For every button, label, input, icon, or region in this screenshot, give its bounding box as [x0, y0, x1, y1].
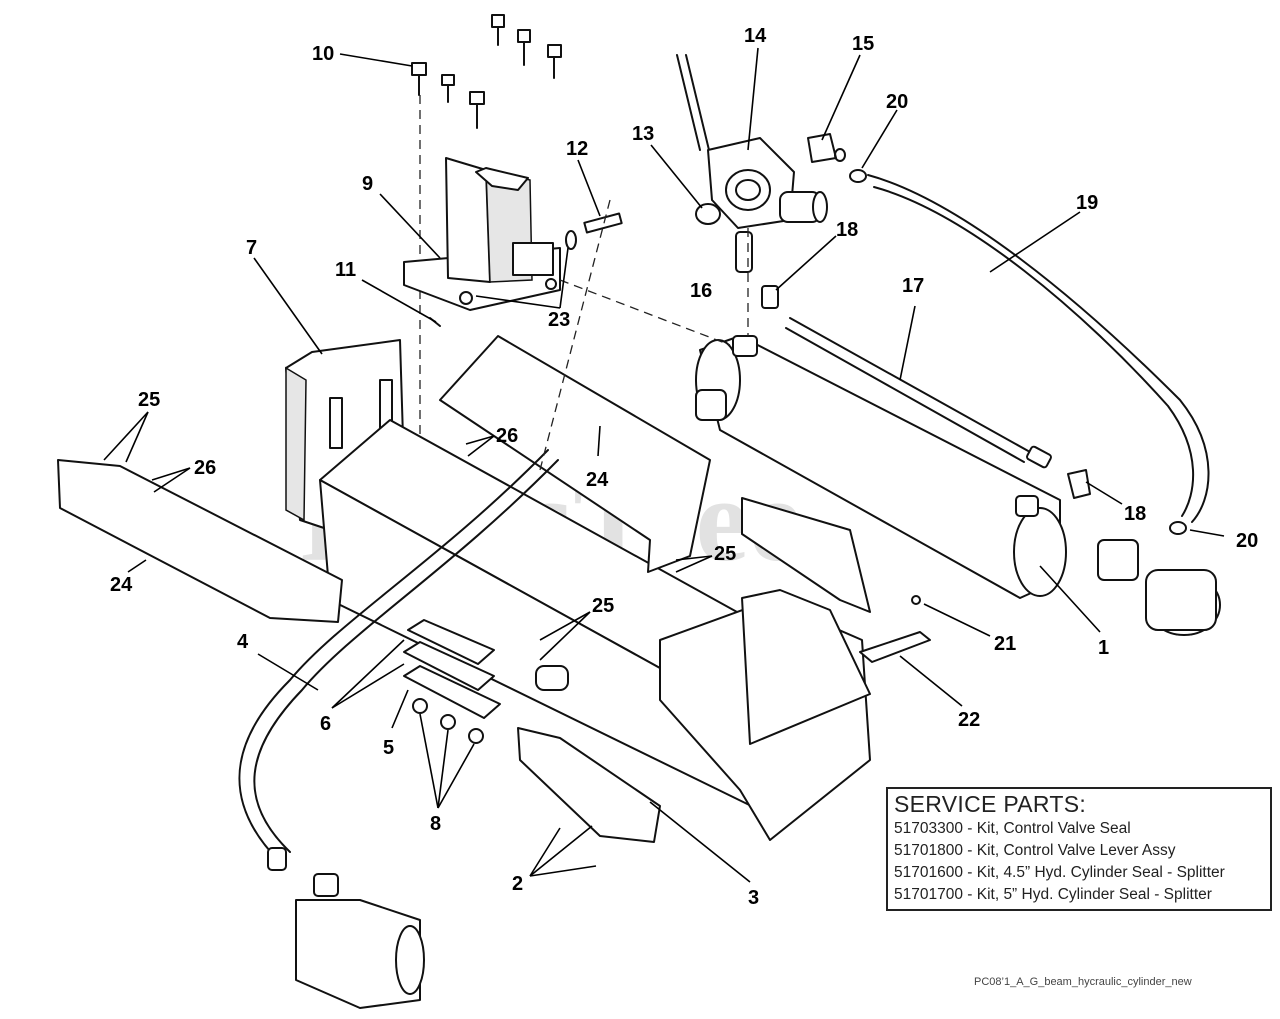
callout-26: 26 — [496, 425, 518, 447]
nipple-part-16 — [735, 231, 753, 273]
service-part-row: 51701700 - Kit, 5” Hyd. Cylinder Seal - … — [894, 886, 1212, 903]
service-part-row: 51703300 - Kit, Control Valve Seal — [894, 820, 1131, 837]
callout-11: 11 — [335, 259, 356, 281]
callout-17: 17 — [902, 275, 924, 297]
service-part-row: 51701800 - Kit, Control Valve Lever Assy — [894, 842, 1176, 859]
fitting-part-13 — [695, 203, 721, 225]
filter-assembly — [1097, 539, 1221, 636]
callout-14: 14 — [744, 25, 767, 47]
side-plate-part-24 — [57, 335, 711, 623]
beam-bracket-part-3 — [517, 727, 661, 843]
bolt-part-5 — [535, 665, 569, 691]
control-valve-part-14 — [676, 54, 828, 229]
service-parts-box: SERVICE PARTS: 51703300 - Kit, Control V… — [886, 787, 1272, 911]
callout-labels: 10 14 15 20 13 12 9 19 18 7 11 16 17 23 … — [110, 25, 1258, 909]
hose-clamp-part-20 — [849, 169, 1187, 535]
callout-7: 7 — [246, 237, 257, 259]
callout-6: 6 — [320, 713, 331, 735]
callout-3: 3 — [748, 887, 759, 909]
callout-25: 25 — [714, 543, 736, 565]
callout-5: 5 — [383, 737, 394, 759]
callout-16: 16 — [690, 280, 712, 302]
callout-20: 20 — [886, 91, 908, 113]
callout-1: 1 — [1098, 637, 1109, 659]
cradle-bracket — [659, 589, 871, 841]
plates-part-6 — [403, 619, 501, 719]
callout-12: 12 — [566, 138, 588, 160]
callout-19: 19 — [1076, 192, 1098, 214]
bolts-part-10 — [411, 14, 562, 129]
bracket-part-22 — [859, 595, 931, 663]
hydraulic-tube-part-17 — [785, 317, 1052, 469]
callout-25: 25 — [138, 389, 160, 411]
leader-lines — [103, 47, 1225, 883]
callout-18: 18 — [836, 219, 858, 241]
slide-plate — [741, 497, 871, 613]
callout-24: 24 — [110, 574, 133, 596]
fittings-part-18 — [761, 285, 1091, 499]
callout-15: 15 — [852, 33, 874, 55]
diagram-reference-code: PC08’1_A_G_beam_hycraulic_cylinder_new — [974, 976, 1192, 988]
callout-18: 18 — [1124, 503, 1146, 525]
callout-8: 8 — [430, 813, 441, 835]
callout-26: 26 — [194, 457, 216, 479]
service-parts-title: SERVICE PARTS: — [894, 791, 1087, 817]
elbow-fitting-part-15 — [807, 133, 846, 163]
callout-22: 22 — [958, 709, 980, 731]
callout-10: 10 — [312, 43, 334, 65]
hydraulic-cylinder-part-1 — [695, 335, 1067, 599]
callout-13: 13 — [632, 123, 654, 145]
callout-4: 4 — [237, 631, 249, 653]
nuts-part-8 — [412, 698, 484, 744]
service-part-row: 51701600 - Kit, 4.5” Hyd. Cylinder Seal … — [894, 864, 1225, 881]
hydraulic-pump — [267, 847, 425, 1009]
callout-9: 9 — [362, 173, 373, 195]
callout-2: 2 — [512, 873, 523, 895]
washers-part-23 — [565, 230, 577, 250]
callout-25: 25 — [592, 595, 614, 617]
return-hose-part-19 — [867, 174, 1210, 523]
valve-mount-bracket-part-9 — [403, 157, 561, 311]
callout-20: 20 — [1236, 530, 1258, 552]
callout-21: 21 — [994, 633, 1016, 655]
callout-24: 24 — [586, 469, 609, 491]
callout-23: 23 — [548, 309, 570, 331]
pin-part-12 — [583, 212, 623, 234]
